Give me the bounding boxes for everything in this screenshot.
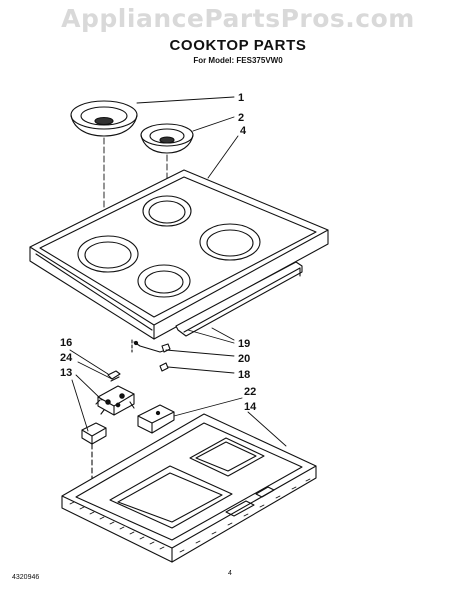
callout-18: 18 bbox=[238, 369, 250, 381]
part-code: 4320946 bbox=[12, 574, 40, 581]
callout-4: 4 bbox=[240, 125, 247, 137]
callout-1: 1 bbox=[238, 92, 244, 104]
mounting-bracket bbox=[137, 397, 243, 434]
trim-channel bbox=[175, 261, 303, 341]
callout-14: 14 bbox=[244, 401, 257, 413]
drip-bowl-large bbox=[70, 100, 138, 137]
watermark-text: AppliancePartsPros.com bbox=[61, 4, 415, 33]
callout-16: 16 bbox=[60, 337, 72, 349]
callout-19: 19 bbox=[238, 338, 250, 350]
switch-bracket-group bbox=[69, 349, 135, 501]
page-number: 4 bbox=[228, 570, 232, 577]
burner-opening-right-front bbox=[137, 264, 191, 298]
callout-20: 20 bbox=[238, 353, 250, 365]
burner-opening-right-rear bbox=[199, 223, 261, 261]
callout-22: 22 bbox=[244, 386, 256, 398]
burner-box bbox=[61, 411, 317, 563]
wire-connector bbox=[131, 329, 235, 374]
burner-opening-left-rear bbox=[142, 195, 192, 227]
drip-bowl-small bbox=[140, 123, 194, 154]
callout-24: 24 bbox=[60, 352, 73, 364]
cooktop-main-top bbox=[29, 169, 329, 340]
page-title: COOKTOP PARTS bbox=[169, 37, 307, 54]
model-subtitle: For Model: FES375VW0 bbox=[193, 56, 283, 65]
callout-2: 2 bbox=[238, 112, 244, 124]
callout-13: 13 bbox=[60, 367, 72, 379]
burner-opening-left-front bbox=[77, 235, 139, 273]
